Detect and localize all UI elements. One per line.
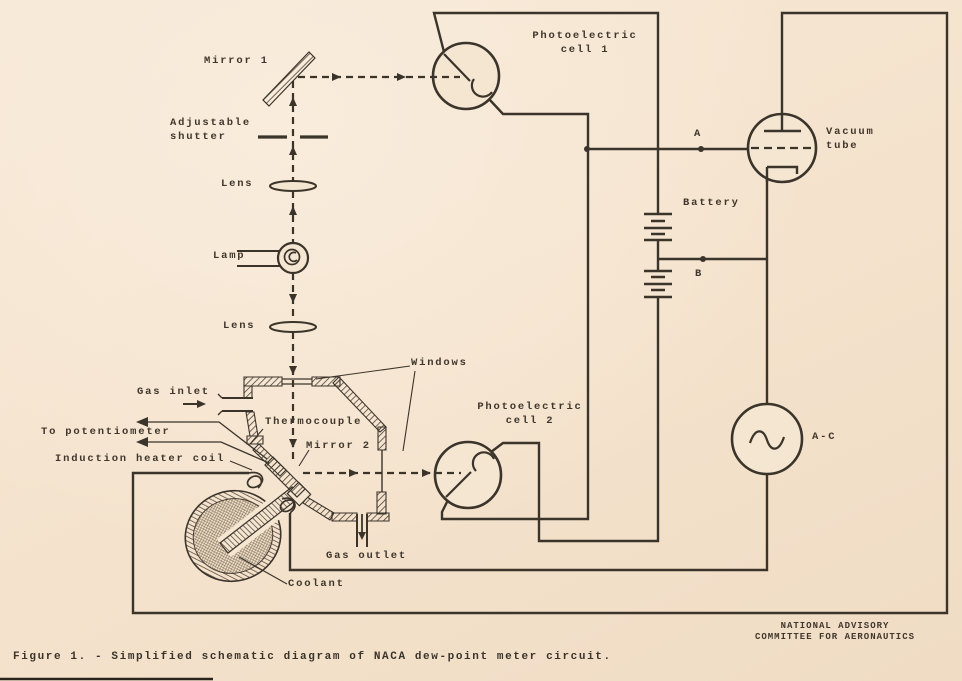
lens-lower-symbol — [269, 321, 317, 333]
coolant-leader — [238, 556, 288, 585]
photocell-2-symbol — [433, 440, 503, 510]
gas-outlet-label: Gas outlet — [326, 550, 408, 562]
naca-credit: NATIONAL ADVISORY COMMITTEE FOR AERONAUT… — [754, 621, 916, 642]
terminal-a-label: A — [694, 128, 703, 140]
mirror-1-label: Mirror 1 — [204, 55, 269, 67]
lamp-label: Lamp — [213, 250, 246, 262]
potentiometer-arrow-lower — [136, 437, 148, 447]
coolant-label: Coolant — [288, 578, 345, 590]
thermocouple-label: Thermocouple — [265, 416, 363, 428]
wire-b-junction — [656, 240, 767, 271]
wire-ac-coil-return — [288, 474, 769, 572]
light-beam-arrows — [289, 73, 431, 477]
wire-cell1-battery-top — [432, 11, 660, 214]
gas-inlet-label: Gas inlet — [137, 386, 210, 398]
leader-lines — [229, 365, 416, 585]
gas-inlet-arrow — [197, 400, 206, 408]
vacuum-tube-label: Vacuum tube — [826, 126, 875, 152]
thermocouple-leads — [146, 421, 270, 464]
terminal-b-label: B — [695, 268, 704, 280]
wire-battery-cell2 — [490, 297, 660, 543]
chamber-windows — [282, 378, 383, 492]
wire-cell1-cell2 — [440, 98, 590, 521]
ac-source-label: A-C — [812, 431, 837, 443]
heater-coil-leader — [229, 460, 253, 471]
thermocouple-leader — [249, 428, 264, 445]
adjustable-shutter-label: Adjustable shutter — [170, 117, 252, 143]
to-potentiometer-label: To potentiometer — [41, 426, 171, 438]
gas-inlet-port — [217, 393, 253, 416]
chamber-symbol — [243, 376, 390, 522]
lamp-symbol — [237, 241, 310, 275]
mirror-1-symbol — [262, 51, 316, 107]
windows-label: Windows — [411, 357, 468, 369]
junction-dots — [584, 146, 706, 262]
heater-coil-symbol — [246, 471, 296, 515]
lens-upper-symbol — [269, 180, 317, 192]
battery-label: Battery — [683, 197, 740, 209]
figure-caption: Figure 1. - Simplified schematic diagram… — [13, 651, 612, 663]
gas-outlet-port — [356, 514, 368, 547]
battery-symbol — [644, 212, 672, 299]
induction-heater-coil-label: Induction heater coil — [55, 453, 226, 465]
gas-outlet-arrow — [358, 532, 366, 540]
windows-leader-1 — [315, 365, 411, 380]
photoelectric-cell-1-label: Photoelectric cell 1 — [532, 30, 638, 56]
mirror-2-label: Mirror 2 — [306, 440, 371, 452]
potentiometer-arrow-upper — [136, 417, 148, 427]
vacuum-tube-symbol — [746, 112, 818, 184]
wiring — [131, 11, 949, 615]
windows-leader-2 — [402, 370, 416, 452]
photoelectric-cell-2-label: Photoelectric cell 2 — [477, 401, 583, 427]
wire-plate-outer-loop — [131, 11, 949, 615]
ac-source-symbol — [730, 402, 804, 476]
lens-upper-label: Lens — [221, 178, 254, 190]
mirror2-leader — [298, 449, 310, 467]
lens-lower-label: Lens — [223, 320, 256, 332]
